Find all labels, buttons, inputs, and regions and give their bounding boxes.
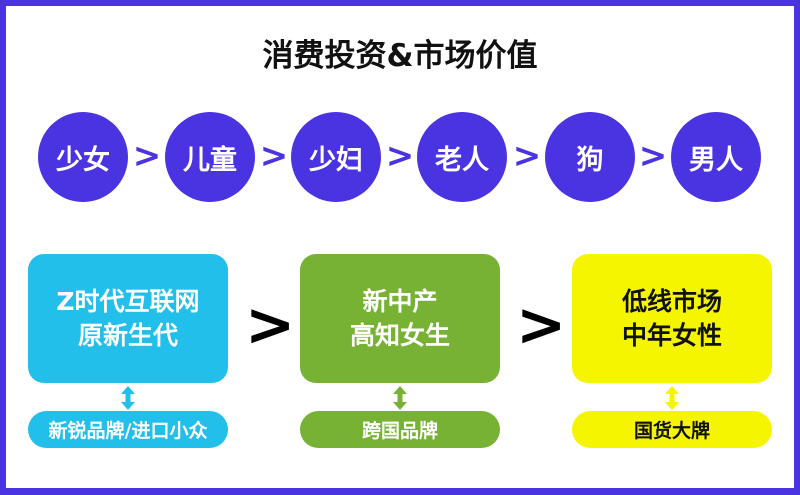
tier-label-line: 低线市场 — [621, 286, 722, 316]
tier-label-line: 中年女性 — [621, 320, 722, 350]
tier-box-2: 新中产 高知女生 — [300, 254, 500, 383]
tier-label-line: 原新生代 — [77, 320, 178, 350]
page-title: 消费投资&市场价值 — [262, 38, 538, 74]
greater-than-5: > — [638, 136, 668, 176]
greater-than-big-2: > — [516, 290, 567, 360]
rank-circle-3: 少妇 — [291, 112, 381, 202]
rank-circle-1: 少女 — [38, 112, 128, 202]
brand-pill-1: 新锐品牌/进口小众 — [28, 411, 228, 448]
rank-circle-4: 老人 — [417, 112, 507, 202]
tier-label-line: Z时代互联网 — [56, 286, 200, 316]
rank-circle-2: 儿童 — [165, 112, 255, 202]
greater-than-3: > — [385, 136, 415, 176]
brand-pill-2: 跨国品牌 — [300, 411, 500, 448]
tier-box-1: Z时代互联网 原新生代 — [28, 254, 228, 383]
double-arrow-icon — [665, 386, 679, 410]
rank-circle-6: 男人 — [671, 112, 761, 202]
double-arrow-icon — [121, 386, 135, 410]
rank-circle-5: 狗 — [545, 112, 635, 202]
tier-label-line: 高知女生 — [349, 320, 450, 350]
greater-than-2: > — [259, 136, 289, 176]
double-arrow-icon — [393, 386, 407, 410]
brand-pill-3: 国货大牌 — [572, 411, 772, 448]
greater-than-big-1: > — [245, 290, 296, 360]
tier-box-3: 低线市场 中年女性 — [572, 254, 772, 383]
greater-than-1: > — [132, 136, 162, 176]
greater-than-4: > — [512, 136, 542, 176]
tier-label-line: 新中产 — [362, 286, 438, 316]
